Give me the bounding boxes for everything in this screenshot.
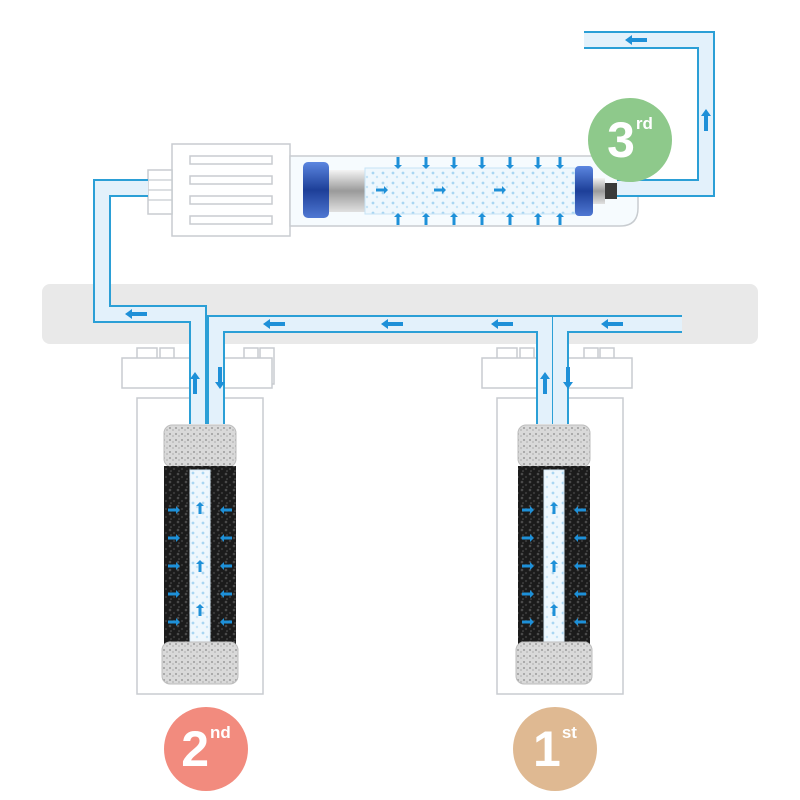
stage-2-number: 2 — [181, 721, 210, 777]
stage-3-suffix: rd — [635, 114, 653, 133]
ro-membrane — [303, 157, 617, 225]
stage-3-number: 3 — [607, 112, 635, 168]
stage-2-suffix: nd — [210, 723, 231, 742]
stage-1-number: 1 — [533, 721, 561, 777]
stage-1-suffix: st — [561, 723, 577, 742]
carbon-cartridge-stage-1 — [515, 424, 593, 685]
carbon-cartridge-stage-2 — [161, 424, 239, 685]
